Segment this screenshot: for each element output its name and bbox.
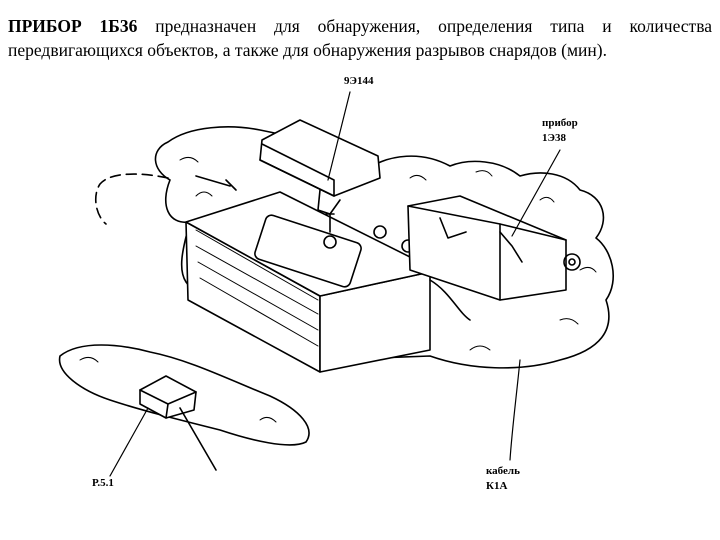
- unit-9e144: [259, 119, 381, 197]
- label-cable-line2: К1А: [486, 480, 508, 492]
- label-cable-line1: кабель: [486, 465, 520, 477]
- label-sensor-r51: Р.5.1: [92, 477, 114, 489]
- label-device-1e38: прибор 1Э38: [542, 116, 578, 146]
- heading-description: предназначен для обнаружения, определени…: [8, 16, 712, 60]
- label-device-line2: 1Э38: [542, 132, 566, 144]
- cable-dashed: [94, 173, 169, 225]
- heading-device-name: ПРИБОР 1Б36: [8, 16, 138, 36]
- main-box-panel: [254, 214, 362, 288]
- sensor-r51-leader: [109, 407, 149, 477]
- interconnect-cable: [429, 279, 471, 321]
- device-1e38: [407, 205, 567, 301]
- page-heading: ПРИБОР 1Б36 предназначен для обнаружения…: [8, 14, 712, 62]
- label-cable-k1a: кабель К1А: [486, 464, 520, 494]
- label-device-line1: прибор: [542, 117, 578, 129]
- label-unit-9e144: 9Э144: [344, 75, 374, 87]
- cable-k1a-leader: [509, 359, 521, 461]
- sensor-r51: [139, 375, 197, 419]
- sensor-terrain: [58, 344, 310, 446]
